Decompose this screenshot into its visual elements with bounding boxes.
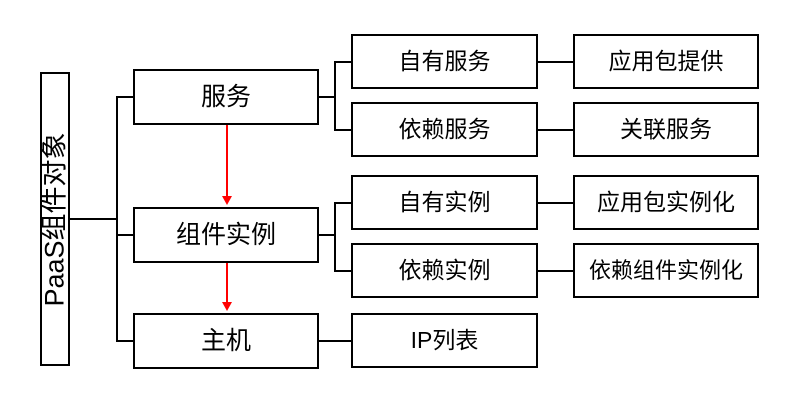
root-node-paas-component-object[interactable]: PaaS组件对象 xyxy=(40,72,70,366)
connector-service-to-own-service xyxy=(334,61,353,63)
node-app-package-provided[interactable]: 应用包提供 xyxy=(573,34,759,89)
connector-service-to-dep-service xyxy=(334,129,353,131)
connector-trunk-to-service xyxy=(116,96,135,98)
node-own-instance[interactable]: 自有实例 xyxy=(351,175,538,230)
connector-own-service-to-pkg-provide xyxy=(538,61,574,63)
node-related-service-label: 关联服务 xyxy=(620,116,712,142)
flow-arrow-service-to-instance-shaft xyxy=(226,125,228,197)
connector-dep-instance-to-dep-comp-inst xyxy=(538,270,574,272)
node-related-service[interactable]: 关联服务 xyxy=(573,102,759,157)
node-ip-list-label: IP列表 xyxy=(410,327,479,353)
flow-arrow-service-to-instance-head xyxy=(222,196,232,205)
node-dependent-instance[interactable]: 依赖实例 xyxy=(351,243,538,298)
flow-arrow-instance-to-host-head xyxy=(222,302,232,311)
node-dependent-component-instantiation-label: 依赖组件实例化 xyxy=(588,257,743,283)
node-own-service-label: 自有服务 xyxy=(398,48,491,74)
node-service[interactable]: 服务 xyxy=(133,69,319,125)
connector-host-to-ip-list xyxy=(319,340,353,342)
connector-service-split xyxy=(334,61,336,130)
node-host-label: 主机 xyxy=(200,326,251,355)
node-own-service[interactable]: 自有服务 xyxy=(351,34,538,89)
node-dependent-component-instantiation[interactable]: 依赖组件实例化 xyxy=(573,243,759,298)
connector-trunk-to-host xyxy=(116,340,135,342)
node-component-instance-label: 组件实例 xyxy=(175,220,276,249)
connector-level1-trunk xyxy=(116,97,118,341)
node-app-package-provided-label: 应用包提供 xyxy=(608,48,724,74)
connector-trunk-to-instance xyxy=(116,234,135,236)
connector-instance-split xyxy=(334,202,336,271)
node-app-package-instantiation[interactable]: 应用包实例化 xyxy=(573,175,759,230)
node-app-package-instantiation-label: 应用包实例化 xyxy=(597,189,735,215)
node-dependent-service[interactable]: 依赖服务 xyxy=(351,102,538,157)
connector-service-stub xyxy=(319,96,336,98)
connector-own-instance-to-pkg-instant xyxy=(538,202,574,204)
node-host[interactable]: 主机 xyxy=(133,313,319,369)
connector-instance-stub xyxy=(319,234,336,236)
node-dependent-service-label: 依赖服务 xyxy=(398,116,491,142)
node-service-label: 服务 xyxy=(200,82,251,111)
connector-instance-to-own-instance xyxy=(334,202,353,204)
node-component-instance[interactable]: 组件实例 xyxy=(133,207,319,263)
flow-arrow-instance-to-host-shaft xyxy=(226,263,228,303)
connector-dep-service-to-rel-service xyxy=(538,129,574,131)
connector-instance-to-dep-instance xyxy=(334,270,353,272)
node-own-instance-label: 自有实例 xyxy=(398,189,491,215)
node-ip-list[interactable]: IP列表 xyxy=(351,313,538,368)
node-dependent-instance-label: 依赖实例 xyxy=(398,257,491,283)
connector-root-stub xyxy=(70,218,118,220)
root-node-label: PaaS组件对象 xyxy=(39,131,70,307)
